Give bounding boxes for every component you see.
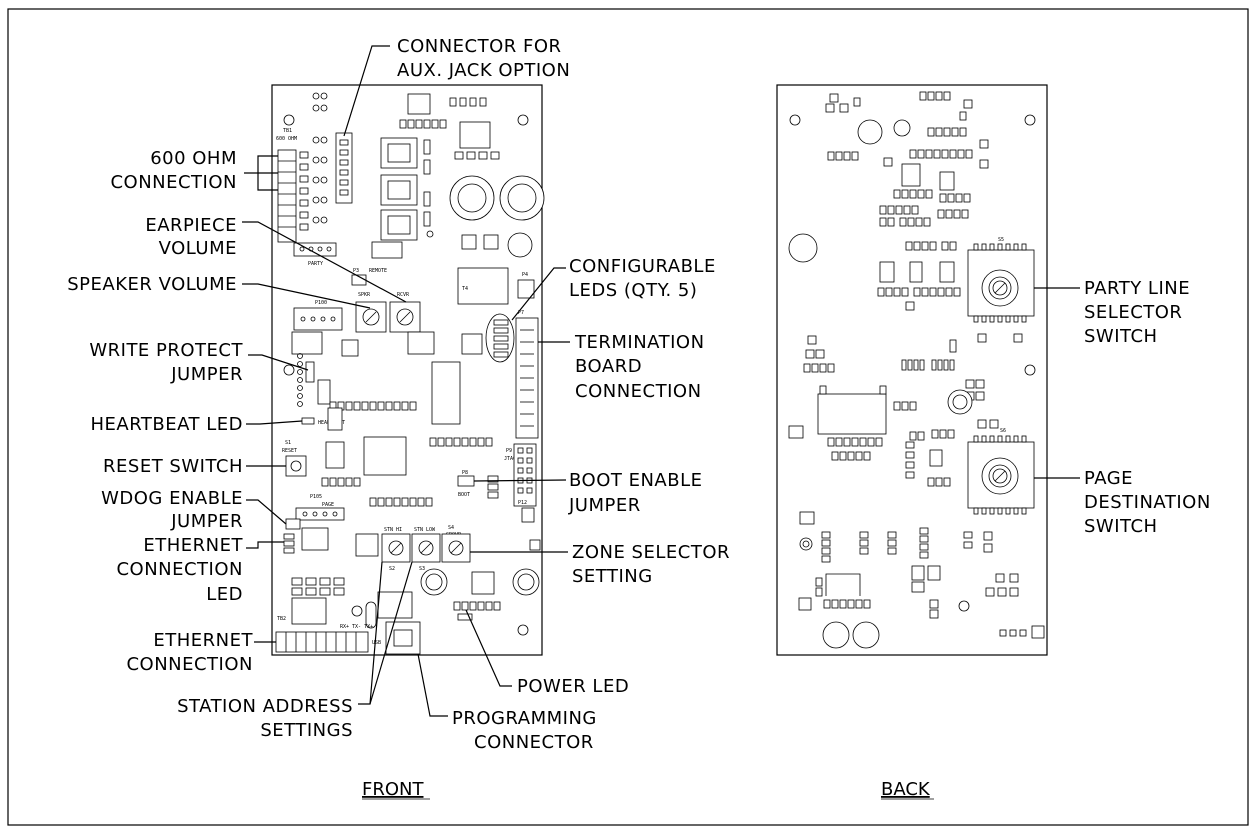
callout-wp-2: JUMPER: [170, 364, 243, 385]
s6-label: S6: [1000, 428, 1006, 434]
p12-label: P12: [518, 500, 527, 506]
stn-hi-label: STN HI: [384, 527, 402, 533]
callout-aux-1: CONNECTOR FOR: [397, 36, 562, 57]
rx-tx-label: RX+ TX- TX+: [340, 624, 373, 630]
diagram-frame: [7, 8, 1249, 826]
callout-ethconn-1: ETHERNET: [153, 630, 253, 651]
callout-term-1: TERMINATION: [574, 332, 705, 353]
reset-switch: [285, 455, 307, 477]
boot-silk: BOOT: [458, 492, 470, 498]
p9-label: P9: [506, 448, 512, 454]
s4-label: S4: [448, 525, 454, 531]
t4-label: T4: [462, 286, 468, 292]
usb-programming-connector: [385, 621, 421, 655]
p8-label: P8: [462, 470, 468, 476]
tb1-terminal-block: [277, 149, 297, 243]
spkr-label: SPKR: [358, 292, 371, 298]
write-protect-jumper: [297, 353, 315, 407]
callout-power: POWER LED: [517, 676, 629, 697]
jtag-label: JTAG: [504, 456, 516, 462]
callout-station-2: SETTINGS: [260, 720, 353, 741]
callout-ethconn-2: CONNECTION: [126, 654, 253, 675]
callout-boot-2: JUMPER: [568, 495, 641, 516]
callout-station-1: STATION ADDRESS: [177, 696, 353, 717]
p3-label: P3: [353, 268, 359, 274]
callout-wp-1: WRITE PROTECT: [89, 340, 243, 361]
tb2-label: TB2: [277, 616, 286, 622]
p4-label: P4: [522, 272, 528, 278]
configurable-leds: [493, 319, 509, 358]
callout-party-3: SWITCH: [1084, 326, 1158, 347]
aux-jack-connector: [335, 132, 353, 204]
callout-ethled-3: LED: [206, 584, 243, 605]
callout-boot-1: BOOT ENABLE: [569, 470, 703, 491]
s5-party-line-switch: [967, 249, 1035, 317]
callout-ohm-2: CONNECTION: [110, 172, 237, 193]
callout-zone-2: SETTING: [572, 566, 653, 587]
callout-leaders: [242, 45, 1080, 717]
callout-page-2: DESTINATION: [1084, 492, 1211, 513]
processor-chip: [363, 436, 407, 476]
stn-low-label: STN LOW: [414, 527, 436, 533]
callout-reset: RESET SWITCH: [103, 456, 243, 477]
callout-term-2: BOARD: [575, 356, 642, 377]
callout-wdog-1: WDOG ENABLE: [101, 488, 243, 509]
s4-zone-switch: [441, 533, 471, 563]
p100-label: P100: [315, 300, 327, 306]
tb2-ethernet-connector: [275, 631, 369, 653]
page-silk: PAGE: [322, 502, 334, 508]
callout-config-1: CONFIGURABLE: [569, 256, 716, 277]
callout-heartbeat: HEARTBEAT LED: [90, 414, 243, 435]
back-board: S5: [776, 84, 1048, 656]
callout-ohm-1: 600 OHM: [150, 148, 237, 169]
tb1-label: TB1: [283, 128, 292, 134]
callout-party-2: SELECTOR: [1084, 302, 1182, 323]
callout-earpiece-2: VOLUME: [159, 238, 237, 259]
back-caption: BACK: [881, 779, 931, 800]
callout-labels: CONNECTOR FOR AUX. JACK OPTION 600 OHM C…: [67, 36, 1211, 753]
p7-label: P7: [518, 310, 524, 316]
ethernet-led: [283, 533, 295, 554]
front-board: TB1 600 OHM: [271, 84, 545, 656]
callout-term-3: CONNECTION: [575, 381, 702, 402]
callout-party-1: PARTY LINE: [1084, 278, 1190, 299]
callout-page-3: SWITCH: [1084, 516, 1158, 537]
p105-label: P105: [310, 494, 322, 500]
s2-label: S2: [389, 566, 395, 572]
power-led: [453, 601, 501, 611]
callout-prog-1: PROGRAMMING: [452, 708, 597, 729]
heartbeat-led: [301, 417, 315, 425]
usb-label: USB: [372, 640, 381, 646]
s3-label: S3: [419, 566, 425, 572]
front-caption: FRONT: [362, 779, 424, 800]
s5-label: S5: [998, 237, 1004, 243]
callout-ethled-2: CONNECTION: [116, 559, 243, 580]
party-label: PARTY: [308, 261, 323, 267]
remote-label: REMOTE: [369, 268, 387, 274]
callout-earpiece-1: EARPIECE: [145, 215, 237, 236]
callout-zone-1: ZONE SELECTOR: [572, 542, 730, 563]
rcvr-label: RCVR: [397, 292, 410, 298]
callout-page-1: PAGE: [1084, 468, 1133, 489]
callout-aux-2: AUX. JACK OPTION: [397, 60, 570, 81]
p100-connector: [293, 307, 343, 331]
callout-wdog-2: JUMPER: [170, 511, 243, 532]
callout-config-2: LEDS (QTY. 5): [569, 280, 697, 301]
callout-ethled-1: ETHERNET: [143, 535, 243, 556]
t4-transformer: [457, 267, 509, 305]
reset-silk: RESET: [282, 448, 297, 454]
wdog-jumper: [285, 518, 301, 530]
callout-speaker: SPEAKER VOLUME: [67, 274, 237, 295]
s1-label: S1: [285, 440, 291, 446]
boot-jumper: [457, 475, 475, 487]
ohm-label: 600 OHM: [276, 136, 297, 142]
callout-prog-2: CONNECTOR: [474, 732, 594, 753]
